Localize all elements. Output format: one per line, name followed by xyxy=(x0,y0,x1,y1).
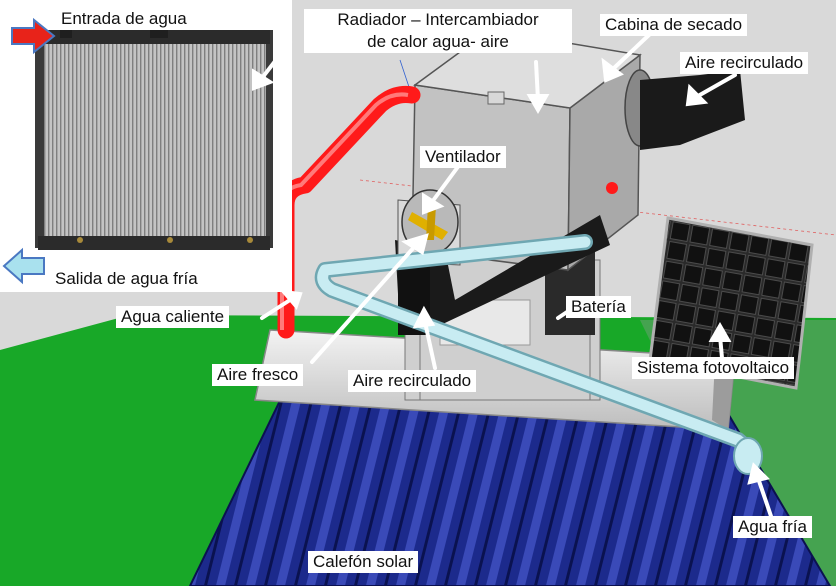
pointer-ventilador xyxy=(430,162,462,204)
water-outlet-arrow xyxy=(2,247,45,285)
label-radiador-line2: de calor agua- aire xyxy=(367,32,509,51)
pointer-aire-fresco xyxy=(310,243,418,364)
water-inlet-arrow xyxy=(11,17,56,55)
label-cabina: Cabina de secado xyxy=(600,14,748,36)
pointer-entrada xyxy=(260,40,292,80)
recirculation-duct-top xyxy=(640,70,745,150)
label-ventilador: Ventilador xyxy=(420,146,506,168)
photovoltaic-panel xyxy=(648,216,814,390)
radiator-photo xyxy=(0,0,292,292)
label-sistema-fotovoltaico: Sistema fotovoltaico xyxy=(632,357,795,379)
label-agua-caliente: Agua caliente xyxy=(116,306,230,328)
label-agua-fria: Agua fría xyxy=(733,516,812,538)
label-radiador-line1: Radiador – Intercambiador xyxy=(337,10,539,29)
label-calefon: Calefón solar xyxy=(308,551,419,573)
pointer-agua-caliente xyxy=(260,298,292,320)
label-salida-agua: Salida de agua fría xyxy=(50,268,203,290)
pointer-aire-top xyxy=(696,73,737,98)
label-bateria: Batería xyxy=(566,296,631,318)
label-aire-recirculado-bottom: Aire recirculado xyxy=(348,370,477,392)
label-aire-recirculado-top: Aire recirculado xyxy=(680,52,809,74)
label-entrada-agua: Entrada de agua xyxy=(56,8,192,30)
pointer-cabina xyxy=(612,32,652,70)
pointer-agua-fria xyxy=(756,476,775,524)
pointer-radiador xyxy=(534,60,540,102)
label-radiador: Radiador – Intercambiador de calor agua-… xyxy=(304,9,572,53)
pointer-aire-rec-bottom xyxy=(423,320,437,370)
label-aire-fresco: Aire fresco xyxy=(212,364,304,386)
